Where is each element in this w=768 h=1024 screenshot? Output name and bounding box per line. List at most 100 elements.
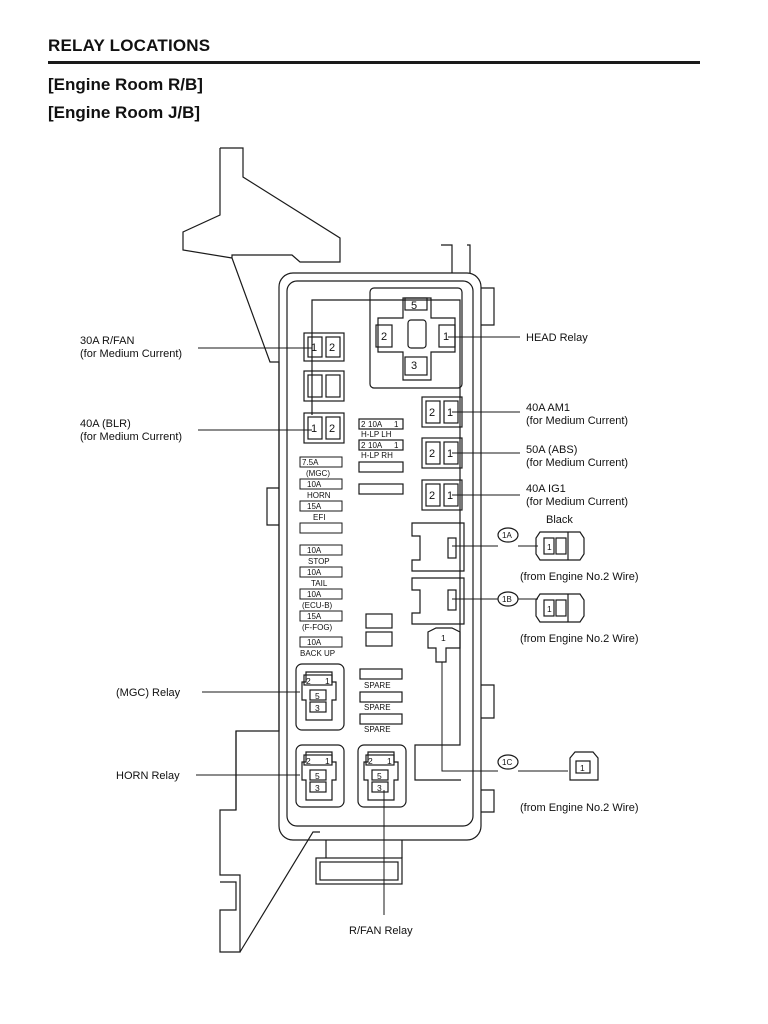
fuse-ecub-amp: 10A <box>307 590 322 599</box>
label-40a-ig1: 40A IG1 <box>526 483 566 495</box>
spare-label: SPARE <box>364 725 391 734</box>
connector-socket-1a <box>411 522 465 572</box>
head-relay-pin3 <box>404 356 428 376</box>
pin-label: 1 <box>394 420 399 429</box>
label-head-relay: HEAD Relay <box>526 332 588 344</box>
pin-label: 1 <box>447 448 453 460</box>
connector-plug-1a: 1 <box>535 531 585 561</box>
pin-label: 1 <box>580 763 585 773</box>
fuse-blade <box>325 336 341 358</box>
fuse-blade <box>425 483 441 507</box>
fuse-backup-name: BACK UP <box>300 649 335 658</box>
fuse-backup <box>299 636 343 648</box>
subtitle-engine-room-rb: [Engine Room R/B] <box>48 75 203 94</box>
fuse-blade <box>307 374 323 398</box>
title-rule <box>48 61 700 64</box>
pin-label: 1 <box>311 342 317 354</box>
fuse-ffog <box>299 610 343 622</box>
head-relay-body <box>377 297 456 381</box>
pin-label: 1 <box>325 756 330 766</box>
pin-label: 2 <box>429 448 435 460</box>
connector-1b-label: 1B <box>502 595 512 604</box>
mgc-relay-terminals <box>303 674 333 686</box>
label-rfan-relay: R/FAN Relay <box>349 925 413 937</box>
fuse-spare-slot <box>359 713 403 725</box>
fuse-horn <box>299 478 343 490</box>
bracket-lower-strut <box>239 831 320 953</box>
fuse-mgc-name: (MGC) <box>306 469 330 478</box>
pin-label: 1 <box>447 407 453 419</box>
fuse-efi-amp: 15A <box>307 502 322 511</box>
connector-1a-label: 1A <box>502 531 512 540</box>
pin-label: 1 <box>387 756 392 766</box>
pin-label: 5 <box>315 771 320 781</box>
spare-label: SPARE <box>364 681 391 690</box>
fuse-blade <box>307 336 323 358</box>
label-from-wire-1c: (from Engine No.2 Wire) <box>520 802 639 814</box>
pin-label: 1 <box>447 490 453 502</box>
fuse-40a-blr <box>303 412 345 444</box>
fuse-blade <box>425 441 441 465</box>
fuse-hlp-lh-name: H-LP LH <box>361 430 392 439</box>
connector-1c-label: 1C <box>502 758 512 767</box>
mgc-relay-pin5 <box>309 689 327 701</box>
label-40a-am1-note: (for Medium Current) <box>526 415 628 427</box>
label-from-wire-1a: (from Engine No.2 Wire) <box>520 571 639 583</box>
pin-label: 5 <box>315 691 320 701</box>
pin-label: 2 <box>361 420 366 429</box>
pin-label: 1 <box>441 633 446 643</box>
pin-label: 1 <box>547 542 552 552</box>
pin-label: 1 <box>547 604 552 614</box>
page-title: RELAY LOCATIONS <box>48 36 211 55</box>
subtitle-engine-room-jb: [Engine Room J/B] <box>48 103 201 122</box>
head-relay-housing <box>369 287 463 389</box>
fuse-slot-blank <box>365 613 393 629</box>
head-relay-pin1 <box>438 324 456 348</box>
spare-label: SPARE <box>364 703 391 712</box>
mini-fuse-column <box>299 456 343 648</box>
fuse-stop-amp: 10A <box>307 546 322 555</box>
rfan-relay-pin5 <box>371 769 389 781</box>
pin-label: 2 <box>329 423 335 435</box>
head-relay-pin2 <box>375 324 393 348</box>
junction-box-outer <box>278 272 482 841</box>
fuse-horn-name: HORN <box>307 491 331 500</box>
fuse-horn-amp: 10A <box>307 480 322 489</box>
fuse-backup-amp: 10A <box>307 638 322 647</box>
connector-callout-1a <box>497 527 519 543</box>
head-relay-pin5-label: 5 <box>411 300 417 312</box>
fuse-hlp-rh-amp: 10A <box>368 441 383 450</box>
side-tab <box>481 684 495 719</box>
label-30a-rfan: 30A R/FAN <box>80 335 134 347</box>
pin-label: 2 <box>306 676 311 686</box>
pin-label: 2 <box>368 756 373 766</box>
pin-label: 2 <box>329 342 335 354</box>
fuse-30a-rfan <box>303 332 345 362</box>
label-40a-am1: 40A AM1 <box>526 402 570 414</box>
label-40a-blr-note: (for Medium Current) <box>80 431 182 443</box>
fuse-tail-amp: 10A <box>307 568 322 577</box>
connector-plug-1c: 1 <box>569 751 599 781</box>
internal-rib <box>311 299 461 781</box>
fuse-ecub <box>299 588 343 600</box>
fuse-stop-name: STOP <box>308 557 330 566</box>
connector-plug-1b: 1 <box>535 593 585 623</box>
connector-callout-1b <box>497 591 519 607</box>
pin-label: 2 <box>361 441 366 450</box>
pin-label: 1 <box>325 676 330 686</box>
side-tab <box>266 487 279 526</box>
fuse-mgc-amp: 7.5A <box>302 458 319 467</box>
head-relay-pin1-label: 1 <box>443 331 449 343</box>
side-tab <box>481 789 495 813</box>
connector-socket-1b <box>411 577 465 625</box>
rfan-relay-housing <box>357 744 407 808</box>
pin-label: 2 <box>306 756 311 766</box>
fuse-spare-slot <box>359 691 403 703</box>
horn-relay-pin3 <box>309 781 327 793</box>
pin-label: 3 <box>377 783 382 793</box>
top-tab <box>441 244 453 273</box>
fuse-slot-blank <box>358 461 404 473</box>
fuse-blade <box>325 416 341 440</box>
label-horn-relay: HORN Relay <box>116 770 180 782</box>
fuse-ffog-name: (F-FOG) <box>302 623 333 632</box>
